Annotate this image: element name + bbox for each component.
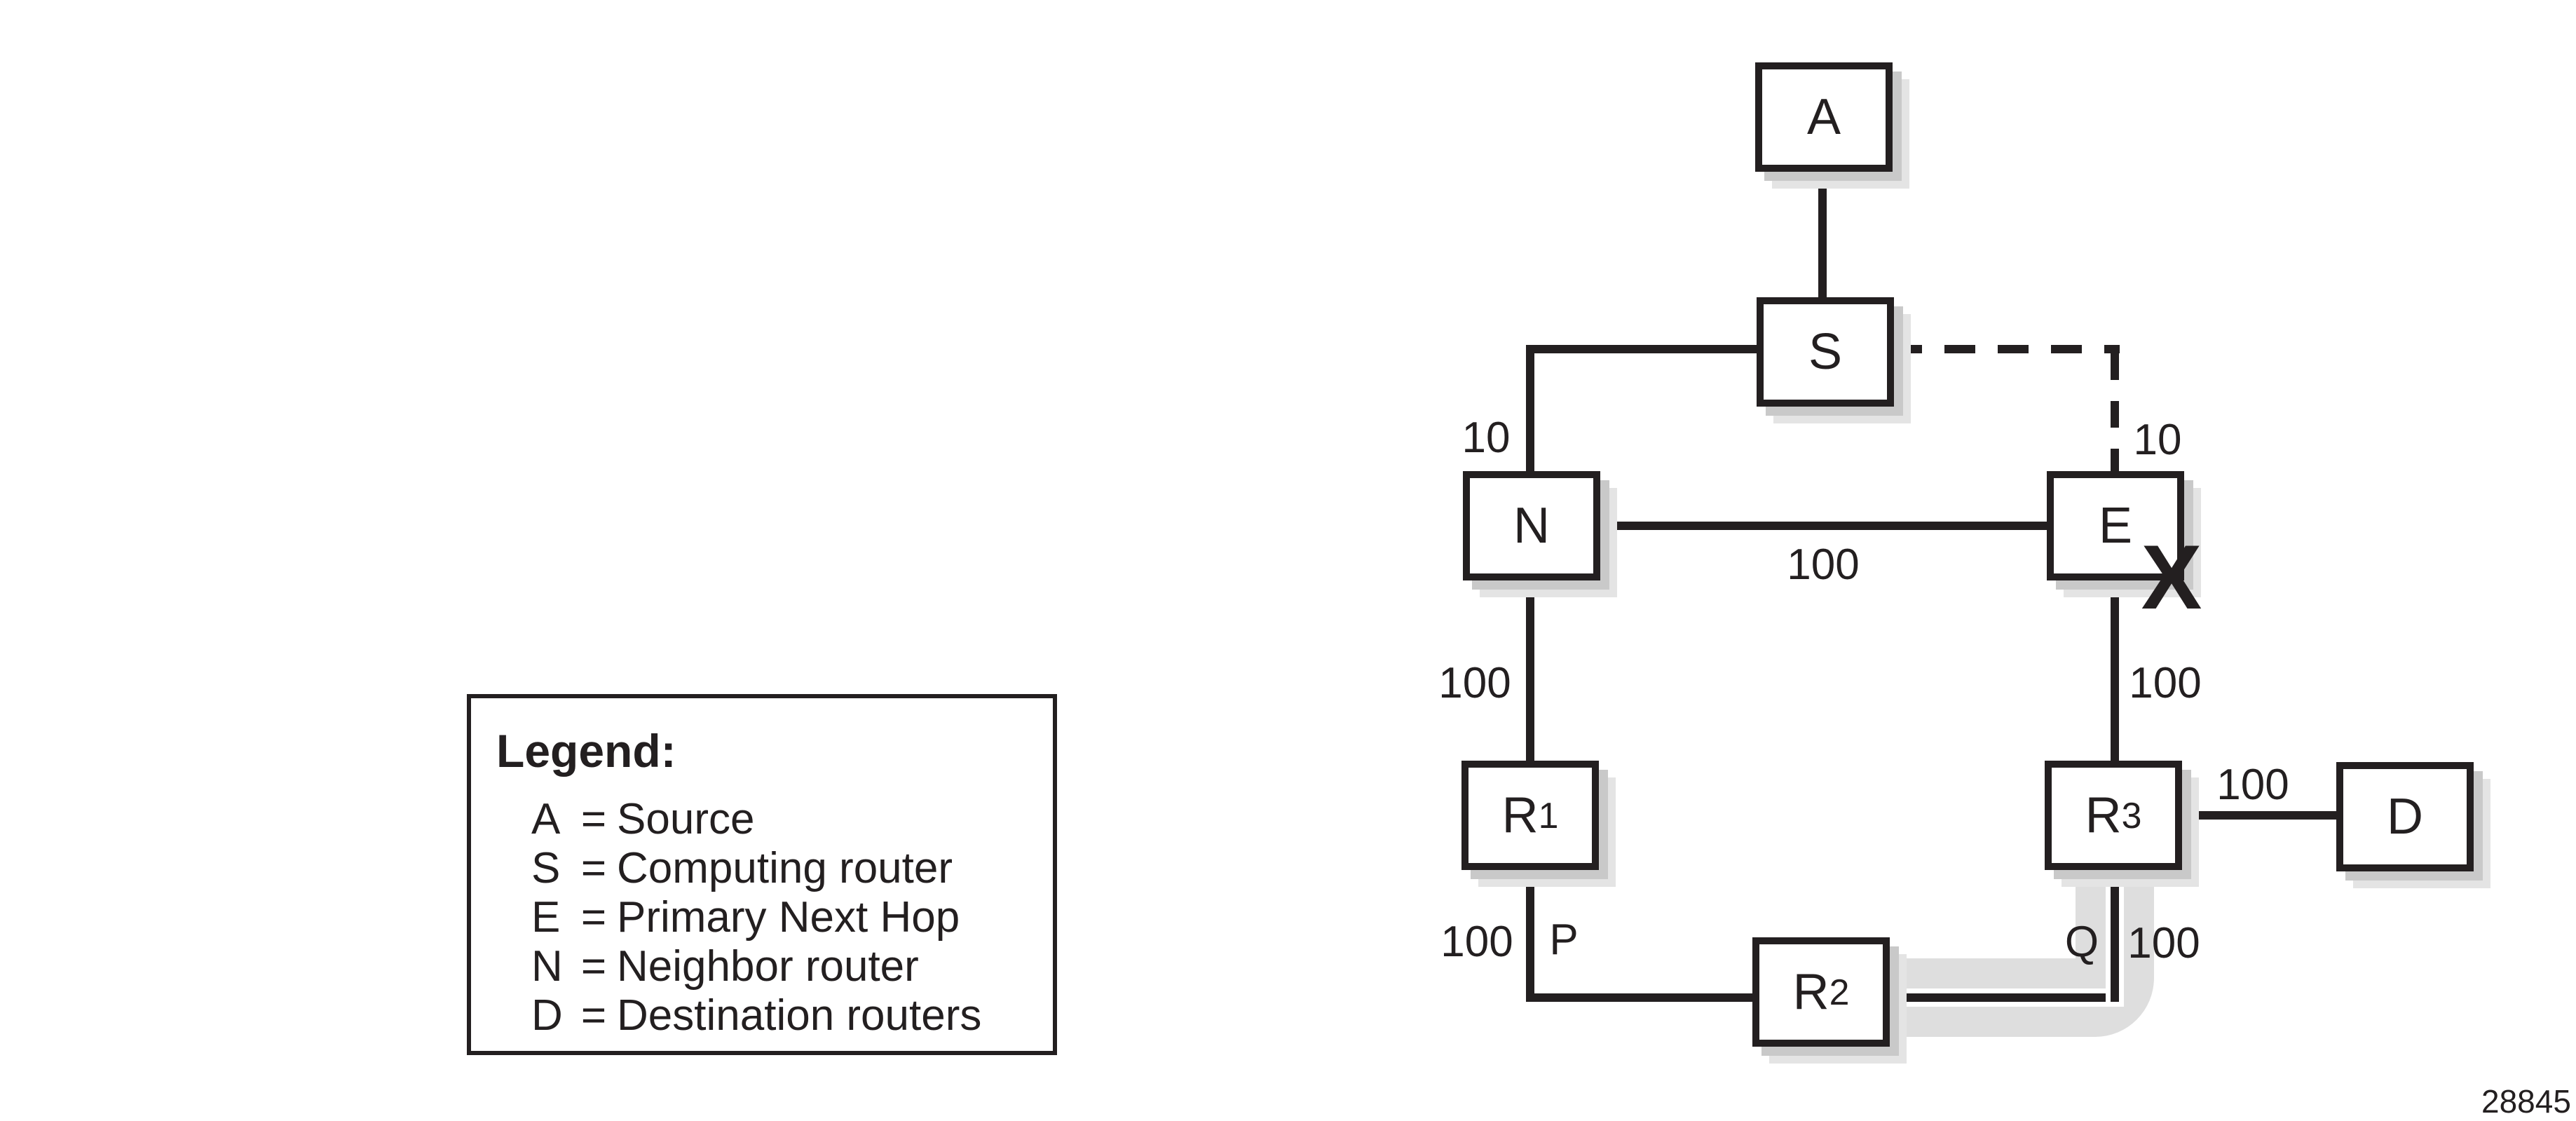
cost-label-e-r3: 100 xyxy=(2129,659,2202,707)
cost-label-s-n: 10 xyxy=(1461,414,1511,462)
link-r1-p-vertical xyxy=(1526,871,1534,1002)
legend-equals-d: = xyxy=(580,991,607,1040)
legend-entry-n: N = Neighbor router xyxy=(531,942,1053,991)
legend-value-d: Destination routers xyxy=(617,991,982,1040)
legend-entry-e: E = Primary Next Hop xyxy=(531,893,1053,942)
legend-entry-s: S = Computing router xyxy=(531,844,1053,893)
legend-title: Legend: xyxy=(496,725,676,777)
link-n-e xyxy=(1600,522,2047,530)
cost-label-n-r1: 100 xyxy=(1438,659,1511,707)
node-d-label: D xyxy=(2387,789,2423,845)
cost-label-r2-r3: 100 xyxy=(2127,919,2200,967)
link-s-n-vertical xyxy=(1526,345,1534,471)
link-e-r3 xyxy=(2111,580,2119,761)
legend-box: Legend: A = Source S = Computing router … xyxy=(467,694,1057,1055)
link-s-e-dashed-vertical xyxy=(2111,353,2119,471)
legend-key-s: S xyxy=(531,843,561,892)
node-a-label: A xyxy=(1806,89,1841,145)
node-a: A xyxy=(1755,62,1893,172)
cost-label-s-e: 10 xyxy=(2133,416,2182,464)
legend-value-n: Neighbor router xyxy=(617,942,919,991)
legend-key-e: E xyxy=(531,892,561,942)
legend-equals-n: = xyxy=(580,942,607,991)
port-label-p: P xyxy=(1549,916,1579,964)
link-s-e-dashed-horizontal xyxy=(1891,345,2120,353)
node-s: S xyxy=(1757,297,1894,407)
node-r1-label: R xyxy=(1501,787,1539,843)
legend-equals-e: = xyxy=(580,892,607,942)
cost-label-r1-r2: 100 xyxy=(1440,918,1513,966)
link-r3-d xyxy=(2182,811,2336,820)
link-n-r1 xyxy=(1526,580,1534,761)
node-s-label: S xyxy=(1808,324,1843,380)
legend-key-n: N xyxy=(531,942,563,991)
legend-entry-a: A = Source xyxy=(531,795,1053,844)
node-n-label: N xyxy=(1513,498,1550,554)
link-s-n-horizontal xyxy=(1526,345,1757,353)
legend-equals-s: = xyxy=(580,843,607,892)
link-a-s xyxy=(1818,171,1827,297)
legend-value-s: Computing router xyxy=(617,843,953,892)
figure-number: 28845 xyxy=(2481,1083,2571,1120)
failure-x-mark: X xyxy=(2141,526,2202,628)
legend-entries: A = Source S = Computing router E = Prim… xyxy=(531,795,1053,1040)
cost-label-r3-d: 100 xyxy=(2216,761,2289,809)
cost-label-n-e: 100 xyxy=(1787,541,1860,589)
node-r2-label: R xyxy=(1792,964,1829,1020)
legend-value-e: Primary Next Hop xyxy=(617,892,960,942)
port-label-q: Q xyxy=(2064,918,2099,966)
legend-equals-a: = xyxy=(580,794,607,843)
node-n: N xyxy=(1463,471,1600,580)
link-p-r2-horizontal xyxy=(1526,993,1752,1002)
node-e-label: E xyxy=(2098,498,2133,554)
node-d: D xyxy=(2336,762,2474,871)
legend-value-a: Source xyxy=(617,794,755,843)
link-r2-q-horizontal xyxy=(1890,993,2119,1002)
node-e: E xyxy=(2047,471,2184,580)
legend-key-a: A xyxy=(531,794,561,843)
link-q-r3-vertical xyxy=(2111,873,2119,1002)
legend-entry-d: D = Destination routers xyxy=(531,991,1053,1040)
legend-key-d: D xyxy=(531,991,563,1040)
node-r3-label: R xyxy=(2085,787,2122,843)
